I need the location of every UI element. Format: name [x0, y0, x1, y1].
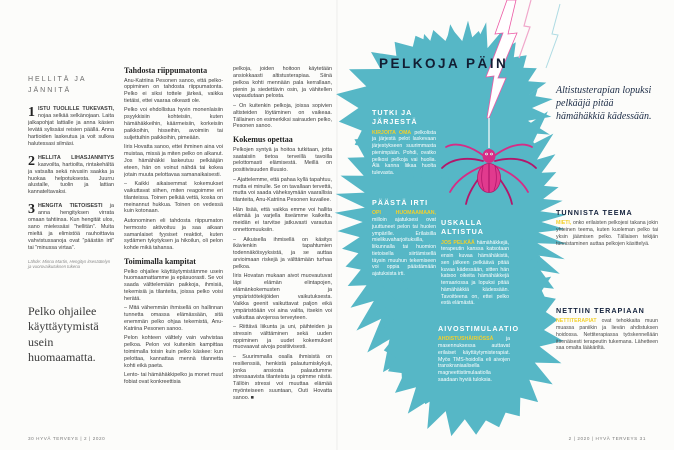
article-paragraph: Hän lisää, että vaikka emme voi hallita …: [233, 206, 332, 234]
step-text: HELLITÄ LIHASJÄNNITYSkasvoilta, hartioil…: [28, 155, 114, 196]
article-paragraph: Anu-Katriina Pesonen sanoo, että pelko-o…: [124, 77, 223, 105]
article-paragraph: Iiris Hovatan mukaan aivot muovautuvat l…: [233, 273, 332, 321]
section-body-text: ovat tehokkaita muun muassa paniikin ja …: [556, 318, 658, 352]
step-body: ja anna hengityksen virrata omaan tahtii…: [28, 203, 114, 251]
source-note: Lähde: Minna Martin, Hengitys itsesäätel…: [28, 258, 111, 270]
section-lead: JOS PELKÄÄ: [441, 239, 475, 246]
section-body-text: ja masennuksessa auttavat erilaiset käyt…: [438, 336, 510, 383]
section-lead: OPI HUOMAAMAAN,: [372, 210, 436, 217]
section-lead: AHDISTUSHÄIRIÖSSÄ: [438, 336, 494, 343]
feature-quote: Altistusterapian lopuksi pelkääjä pitää …: [556, 85, 652, 122]
section-body-text: pelkolista ja järjestä pelot laskevaan j…: [372, 129, 436, 177]
article-paragraph: Iiris Hovatta sanoo, ettei ihminen aina …: [124, 144, 223, 178]
step-item: 2 HELLITÄ LIHASJÄNNITYSkasvoilta, hartio…: [28, 155, 114, 196]
step-lead: HELLITÄ LIHASJÄNNITYS: [38, 154, 114, 161]
step-lead: ISTU TUOLILLE TUKEVASTI,: [38, 106, 114, 113]
section-heading: AIVOSTIMULAATIO: [438, 324, 520, 333]
section-body: OPI HUOMAAMAAN,milloin ajatuksesi ovat j…: [372, 210, 436, 278]
lightning-streak: [545, 3, 561, 69]
section-body: MIETI,onko erilaisten pelkojesi takana j…: [556, 220, 658, 247]
pull-quote: Pelko ohjailee käyttäytymistä usein huom…: [28, 304, 99, 365]
article-paragraph: – Riittävä liikunta ja uni, päihteiden j…: [233, 323, 332, 351]
lightning-streak: [518, 0, 532, 59]
step-lead: HENGITÄ TIETOISESTI: [38, 203, 103, 210]
section-body-text: onko erilaisten pelkojesi takana jokin y…: [556, 220, 658, 247]
article-column-3: pelkoja, joiden hoitoon käytetään ansiok…: [233, 66, 332, 434]
section-tunnista-teema: TUNNISTA TEEMA MIETI,onko erilaisten pel…: [556, 208, 658, 247]
section-heading: TUNNISTA TEEMA: [556, 208, 633, 217]
section-lead: MIETI,: [556, 220, 572, 227]
lightning-icon: [485, 0, 518, 119]
feature-title: PELKOJA PÄIN: [379, 56, 509, 71]
step-number: 2: [28, 154, 35, 169]
section-heading: USKALLA ALTISTUA: [441, 218, 484, 237]
article-column-2: Tahdosta riippumatonta Anu-Katriina Peso…: [124, 66, 223, 434]
article-subheading: Tahdosta riippumatonta: [124, 66, 208, 75]
step-number: 1: [28, 106, 35, 121]
section-paasta-irti: PÄÄSTÄ IRTI OPI HUOMAAMAAN,milloin ajatu…: [372, 198, 436, 278]
article-paragraph: Pelon kohteen välttely vain vahvistaa pe…: [124, 335, 223, 369]
step-number: 3: [28, 203, 35, 218]
folio-left: 30 HYVÄ TERVEYS | 2 | 2020: [28, 436, 106, 441]
article-paragraph: Pelko ohjailee käyttäytymistämme usein h…: [124, 268, 223, 303]
article-paragraph: Pelkojen syntyä ja hoitoa tutkitaan, jot…: [233, 146, 332, 174]
article-paragraph: pelkoja, joiden hoitoon käytetään ansiok…: [233, 66, 332, 100]
article-paragraph: – Suurimmalla osalla ihmisistä on resili…: [233, 353, 332, 401]
section-heading: NETTIIN TERAPIAAN: [556, 306, 645, 315]
article-paragraph: – Ajattelemme, että pahaa kyllä tapahtuu…: [233, 176, 332, 204]
article-paragraph: – Aikuisella ihmisellä on käsitys ikävie…: [233, 236, 332, 270]
section-heading: TUTKI JA JÄRJESTÄ: [372, 108, 418, 127]
step-body: nojaa selkää selkänojaan. Laita jalkapoh…: [28, 113, 114, 147]
article-paragraph: – On kuitenkin pelkoja, joissa sopivien …: [233, 102, 332, 130]
step-item: 1 ISTU TUOLILLE TUKEVASTI,nojaa selkää s…: [28, 106, 114, 147]
article-paragraph: Pelko voi ehdollistua hyvin monenlaisiin…: [124, 107, 223, 141]
article-subheading: Toimimalla kampitat: [124, 257, 196, 267]
section-lead: NETTITERAPIAT: [556, 318, 597, 325]
article-paragraph: – Kaikki aikaisemmat kokemukset vaikutta…: [124, 181, 223, 215]
step-body: kasvoilta, hartioilta, rintakehältä ja v…: [28, 161, 114, 196]
folio-right: 2 | 2020 | HYVÄ TERVEYS 31: [568, 436, 646, 441]
starburst-shape-bottom: [378, 226, 564, 437]
section-lead: KIRJOITA OMA: [372, 129, 411, 136]
spider-illustration: [441, 143, 537, 205]
article-subheading: Kokemus opettaa: [233, 135, 293, 145]
section-body-text: milloin ajatuksesi ovat juuttuneet pelon…: [372, 217, 436, 278]
relaxation-sidebar: HELLITÄ JA JÄNNITÄ 1 ISTU TUOLILLE TUKEV…: [28, 74, 114, 270]
page-gutter: [336, 0, 338, 450]
article-paragraph: Autonominen eli tahdosta riippumaton her…: [124, 217, 223, 252]
section-body-text: hämähäkkejä, terapeutin kanssa katsotaan…: [441, 239, 509, 307]
step-text: ISTU TUOLILLE TUKEVASTI,nojaa selkää sel…: [28, 106, 114, 147]
article-paragraph: – Mitä vähemmän ihmisellä on hallinnan t…: [124, 305, 223, 332]
section-heading: PÄÄSTÄ IRTI: [372, 198, 429, 207]
article-paragraph: Lento- tai hämähäkkipelko ja monet muut …: [124, 372, 223, 386]
sidebar-heading: HELLITÄ JA JÄNNITÄ: [28, 76, 87, 95]
